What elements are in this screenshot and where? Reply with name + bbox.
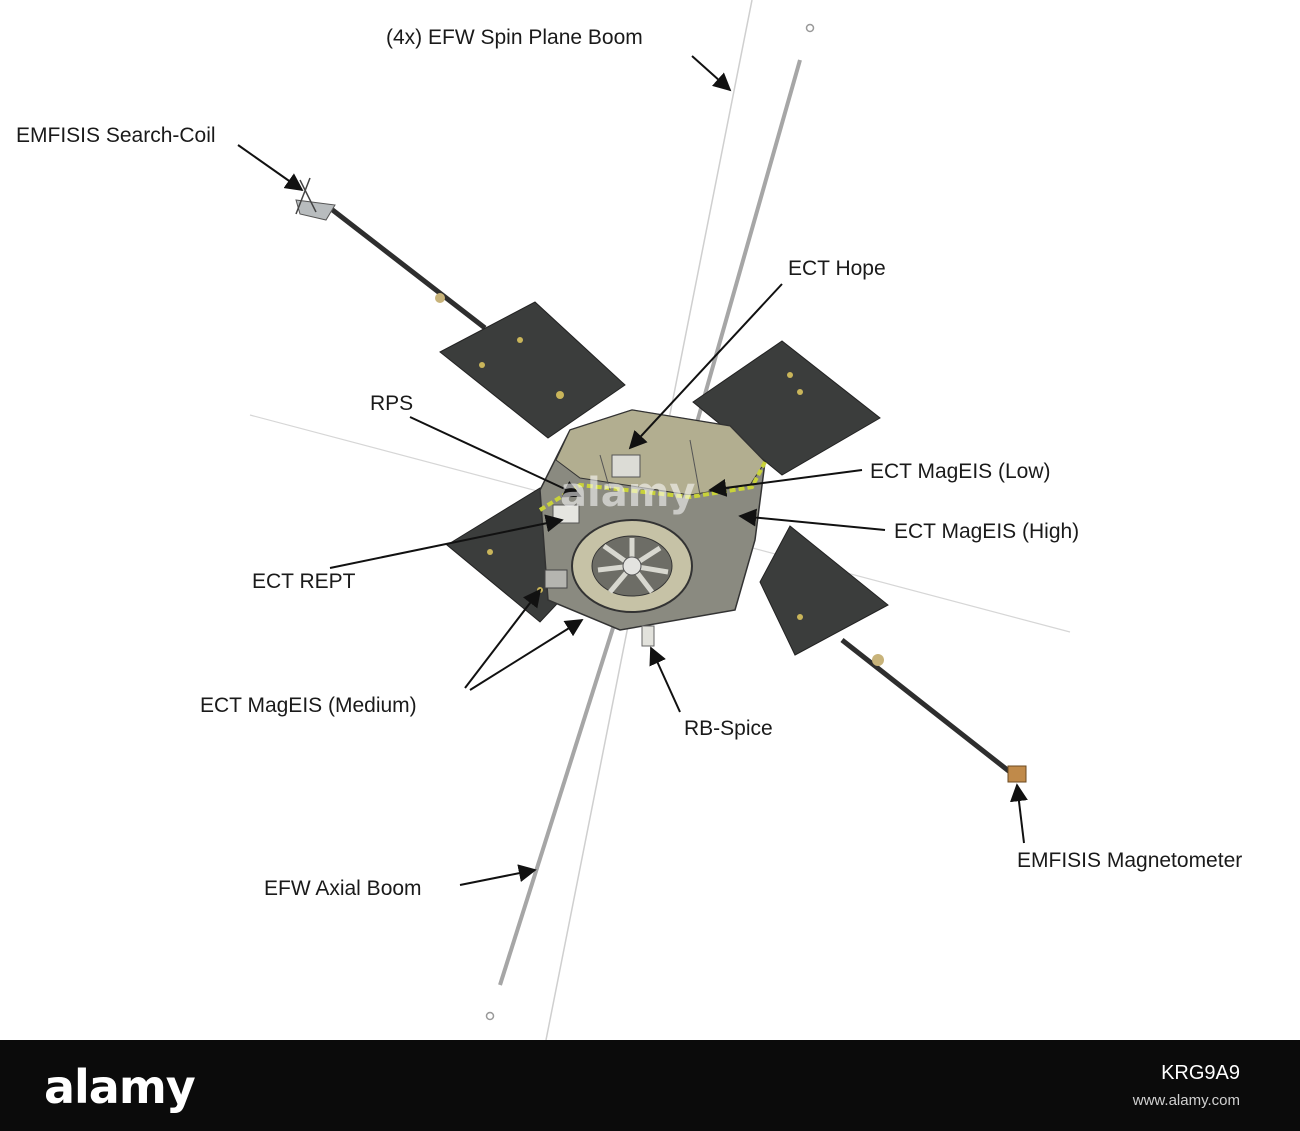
label-mageis-high: ECT MagEIS (High) <box>894 520 1079 544</box>
center-watermark: alamy <box>560 470 695 516</box>
label-ect-rept: ECT REPT <box>252 570 355 594</box>
label-search-coil: EMFISIS Search-Coil <box>16 124 216 148</box>
arrow-mageis-medium-b <box>470 620 582 690</box>
watermark-footer: alamy KRG9A9 www.alamy.com <box>0 1040 1300 1131</box>
arrow-axial-boom <box>460 870 535 885</box>
arrow-magnetometer <box>1017 785 1024 843</box>
image-id: KRG9A9 <box>1161 1062 1240 1085</box>
label-mageis-medium: ECT MagEIS (Medium) <box>200 694 417 718</box>
label-axial-boom: EFW Axial Boom <box>264 877 422 901</box>
arrow-rb-spice <box>651 648 680 712</box>
search-coil-boom <box>330 208 485 328</box>
solar-panel-bottom-right <box>760 526 888 655</box>
arrow-mageis-high <box>740 516 885 530</box>
watermark-url: www.alamy.com <box>1133 1092 1240 1109</box>
label-rps: RPS <box>370 392 413 416</box>
label-mageis-low: ECT MagEIS (Low) <box>870 460 1051 484</box>
spacecraft-body <box>540 410 765 646</box>
label-ect-hope: ECT Hope <box>788 257 886 281</box>
label-spin-plane-boom: (4x) EFW Spin Plane Boom <box>386 26 643 50</box>
magnetometer-boom <box>842 640 1010 772</box>
spacecraft-illustration <box>0 0 1300 1040</box>
label-rb-spice: RB-Spice <box>684 717 773 741</box>
arrow-search-coil <box>238 145 302 190</box>
label-magnetometer: EMFISIS Magnetometer <box>1017 849 1242 873</box>
axial-boom-tip-top <box>807 25 814 32</box>
axial-boom-tip-bottom <box>487 1013 494 1020</box>
arrow-spin-plane-boom <box>692 56 730 90</box>
arrow-mageis-medium-a <box>465 590 540 688</box>
axial-boom-lower <box>500 590 625 985</box>
alamy-logo: alamy <box>44 1060 195 1114</box>
solar-panel-top-left <box>440 302 625 438</box>
magnetometer-sensor <box>872 654 1026 782</box>
diagram-canvas: (4x) EFW Spin Plane Boom EMFISIS Search-… <box>0 0 1300 1040</box>
